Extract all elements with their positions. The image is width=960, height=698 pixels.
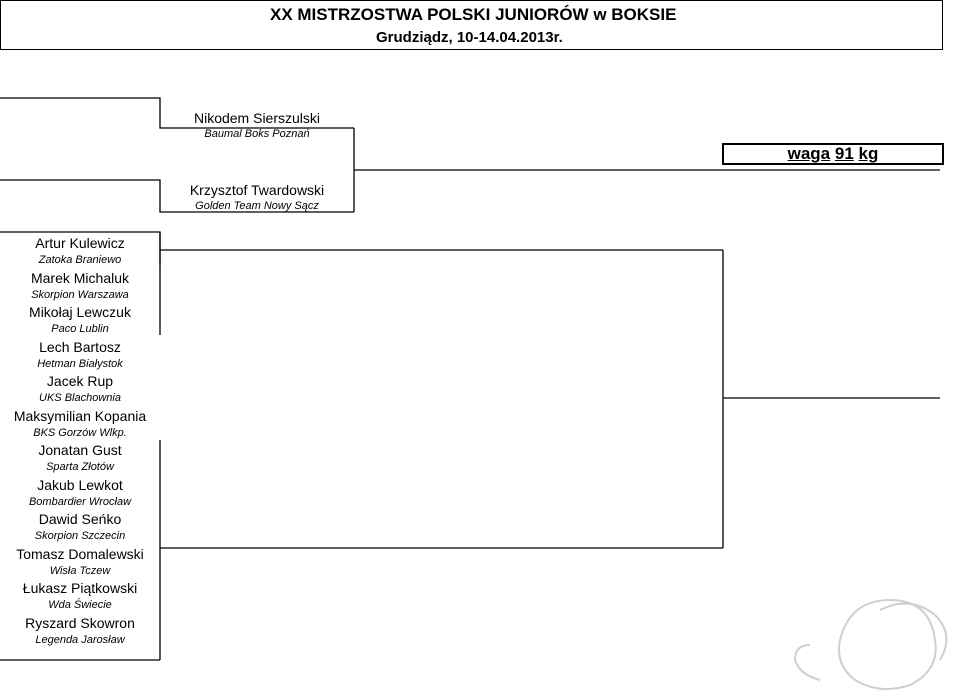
fighter-club: Bombardier Wrocław bbox=[28, 495, 132, 508]
fighter-club: Skorpion Szczecin bbox=[34, 530, 126, 542]
fighter-name: Maksymilian Kopania bbox=[13, 407, 147, 424]
fighter-name: Lech Bartosz bbox=[39, 338, 121, 355]
fighter-club: Legenda Jarosław bbox=[35, 633, 125, 646]
fighter-club: Skorpion Warszawa bbox=[31, 288, 129, 301]
fighter-name: Tomasz Domalewski bbox=[16, 545, 144, 562]
fighter-club: Sparta Złotów bbox=[46, 461, 114, 473]
fighter-club: UKS Blachownia bbox=[39, 392, 121, 404]
fighter-name: Jonatan Gust bbox=[38, 442, 122, 458]
seeded-club-1: Baumal Boks Poznań bbox=[204, 128, 310, 140]
header-box bbox=[0, 0, 943, 50]
fighter-club: Paco Lublin bbox=[51, 323, 109, 335]
seeded-name-1: Nikodem Sierszulski bbox=[193, 110, 321, 126]
page-title: XX MISTRZOSTWA POLSKI JUNIORÓW w BOKSIE bbox=[270, 5, 677, 24]
fighter-name: Jakub Lewkot bbox=[37, 476, 123, 493]
fighter-name: Jacek Rup bbox=[46, 373, 114, 389]
fighter-name: Artur Kulewicz bbox=[35, 235, 125, 251]
weight-class: waga 91 kg bbox=[722, 143, 944, 165]
seeded-name-2: Krzysztof Twardowski bbox=[189, 182, 325, 198]
fighter-name: Dawid Seńko bbox=[38, 511, 122, 527]
weight-value: 91 bbox=[834, 144, 854, 163]
seed-line-2 bbox=[0, 179, 354, 213]
page-subtitle: Grudziądz, 10-14.04.2013r. bbox=[376, 29, 563, 46]
fighter-name: Ryszard Skowron bbox=[25, 614, 135, 631]
seeded-club-2: Golden Team Nowy Sącz bbox=[195, 200, 319, 212]
fighter-club: Zatoka Braniewo bbox=[38, 254, 122, 266]
weight-label: waga bbox=[787, 144, 831, 163]
seed-line-1 bbox=[0, 97, 354, 129]
fighter-club: Wda Świecie bbox=[48, 599, 112, 611]
boxing-gloves-icon bbox=[793, 598, 948, 690]
fighter-club: BKS Gorzów Wlkp. bbox=[33, 426, 127, 439]
fighter-club: Wisła Tczew bbox=[49, 564, 111, 577]
fighter-name: Łukasz Piątkowski bbox=[22, 580, 138, 596]
fighter-name: Marek Michaluk bbox=[30, 269, 130, 286]
weight-unit: kg bbox=[858, 144, 879, 163]
fighter-club: Hetman Białystok bbox=[37, 357, 123, 370]
fighter-name: Mikołaj Lewczuk bbox=[29, 304, 131, 320]
